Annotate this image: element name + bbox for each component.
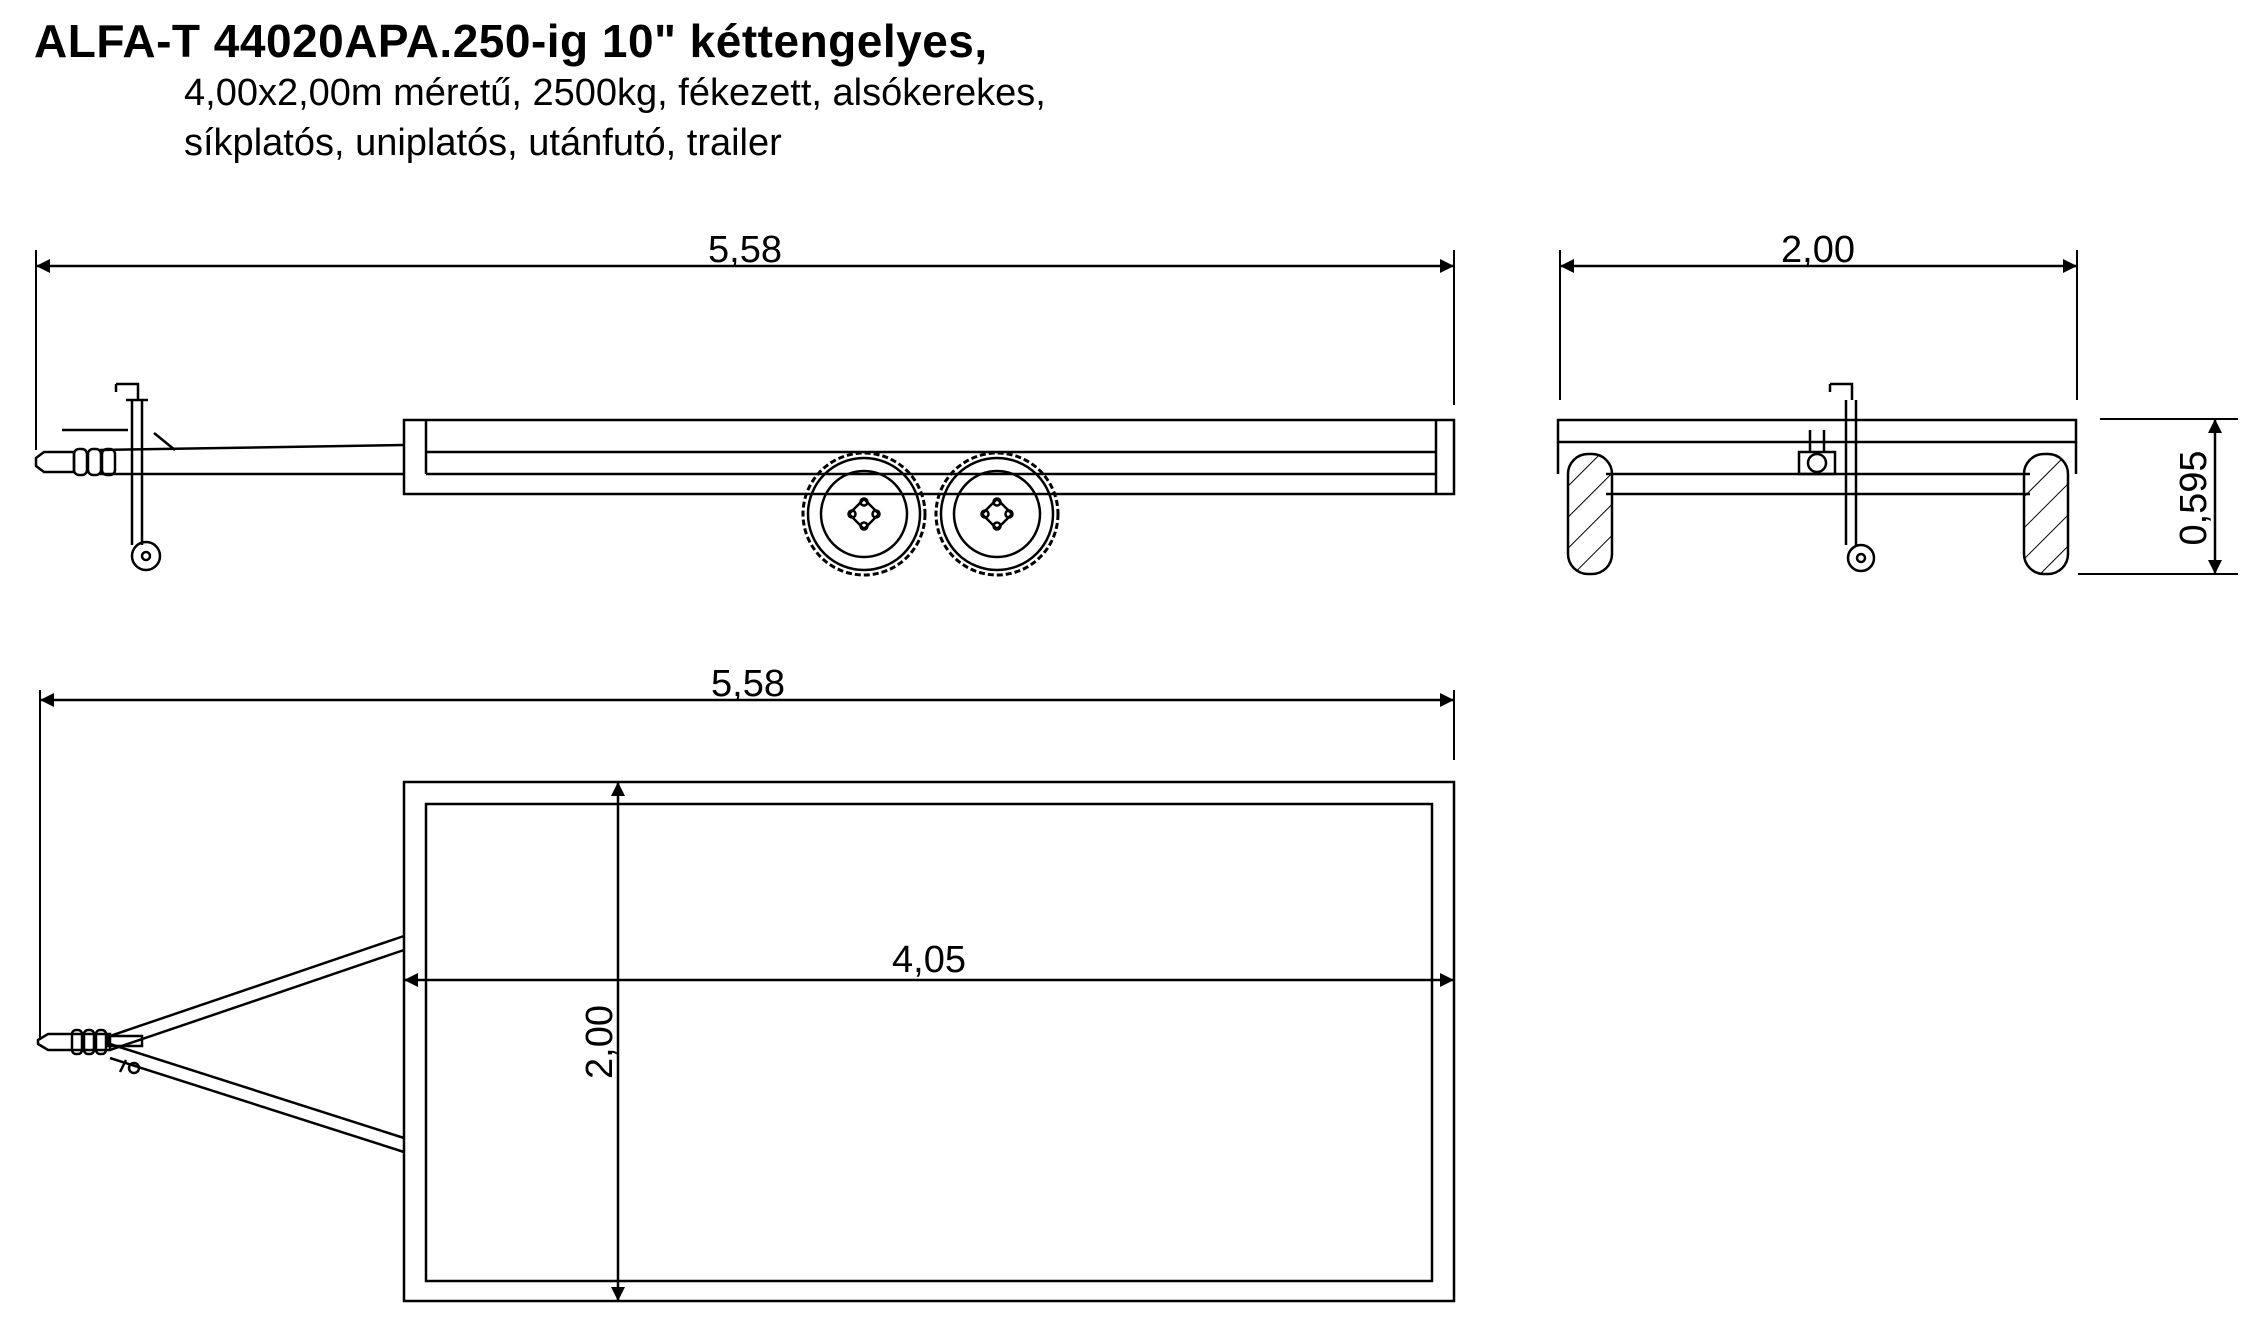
rear-platform <box>1556 418 2078 444</box>
subtitle-line-1: 4,00x2,00m méretű, 2500kg, fékezett, als… <box>184 72 1046 114</box>
rear-coupling-ring <box>1806 452 1828 474</box>
top-outer-frame <box>402 780 1456 1303</box>
side-jockey-wheel <box>130 540 162 572</box>
rear-jockey-wheel <box>1846 543 1876 573</box>
top-length-label: 5,58 <box>711 663 785 705</box>
drawing-title: ALFA-T 44020APA.250-ig 10" kéttengelyes, <box>34 15 988 67</box>
rear-wheel-right <box>2022 452 2070 576</box>
rear-wheel-left <box>1566 452 1614 576</box>
top-coupling-head <box>36 1032 112 1052</box>
side-length-label: 5,58 <box>708 229 782 271</box>
rear-width-label: 2,00 <box>1781 229 1855 271</box>
rear-height-label: 0,595 <box>2173 450 2215 545</box>
side-wheel-rear <box>934 451 1060 577</box>
side-wheel-front <box>801 451 927 577</box>
side-view <box>34 250 1456 577</box>
bed-width-label: 2,00 <box>579 1005 621 1079</box>
top-view <box>36 690 1456 1303</box>
subtitle-line-2: síkplatós, uniplatós, utánfutó, trailer <box>184 122 782 164</box>
rear-view <box>1556 250 2238 576</box>
coupling-head <box>34 450 76 474</box>
side-platform <box>402 418 1456 496</box>
top-inner-bed <box>424 802 1434 1283</box>
bed-length-label: 4,05 <box>892 939 966 981</box>
